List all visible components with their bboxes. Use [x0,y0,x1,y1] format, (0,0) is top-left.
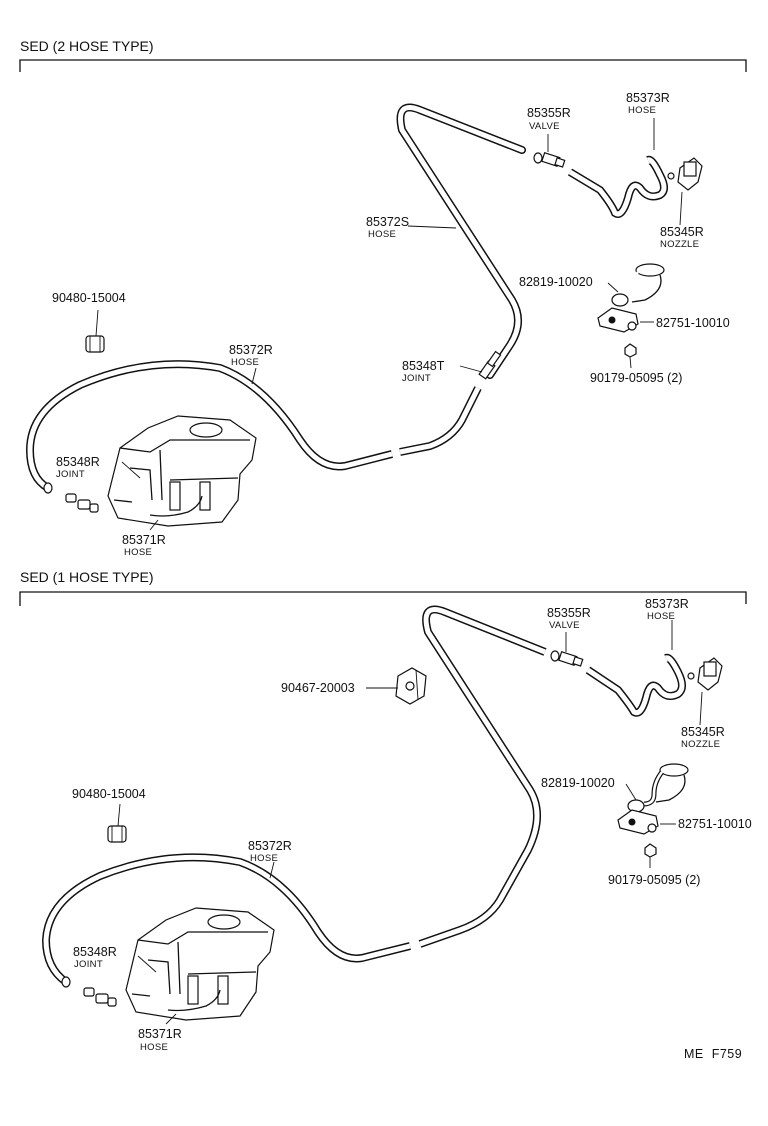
svg-text:HOSE: HOSE [647,611,675,622]
svg-text:NOZZLE: NOZZLE [681,739,720,750]
svg-text:90179-05095 (2): 90179-05095 (2) [590,371,682,385]
section-2-hose-type: SED (2 HOSE TYPE) [19,38,747,558]
svg-text:85345R: 85345R [681,725,725,739]
callout-82751: 82751-10010 [678,817,752,831]
part-82819-bracket [627,763,689,813]
part-82751-pump [597,307,639,333]
washer-tank [125,907,275,1021]
callout-90480: 90480-15004 [72,787,146,801]
svg-text:85372R: 85372R [248,839,292,853]
joint-85348r [61,976,117,1007]
callout-85371r: 85371R HOSE [138,1027,182,1053]
svg-text:85355R: 85355R [547,606,591,620]
callout-85373r: 85373R HOSE [626,91,670,116]
callout-90480: 90480-15004 [52,291,126,305]
section-title: SED (2 HOSE TYPE) [20,38,154,54]
part-90480-grommet [85,335,105,353]
svg-text:82819-10020: 82819-10020 [541,776,615,790]
svg-text:85372R: 85372R [229,343,273,357]
svg-text:JOINT: JOINT [74,959,103,970]
part-90179-nut [624,343,637,358]
callout-85372r: 85372R HOSE [229,343,273,368]
svg-text:NOZZLE: NOZZLE [660,239,699,250]
hose-85373r [567,155,668,218]
nozzle-85345r [687,657,723,691]
hose-lower-segment [399,386,482,456]
svg-text:85373R: 85373R [645,597,689,611]
valve-85355r [533,151,566,168]
callout-85373r: 85373R HOSE [645,597,689,622]
callout-85355r: 85355R VALVE [547,606,591,631]
hose-long-upper [418,605,547,948]
callout-85348r: 85348R JOINT [56,455,100,480]
svg-text:HOSE: HOSE [250,853,278,864]
callout-85372r: 85372R HOSE [248,839,292,864]
part-90467-clip [395,667,427,705]
valve-85355r [550,650,584,667]
svg-text:85371R: 85371R [122,533,166,547]
callout-85348t: 85348T JOINT [402,359,445,384]
hose-85373r [585,653,686,717]
figure-reference: ME F759 [684,1047,742,1061]
callout-82751: 82751-10010 [656,316,730,330]
svg-text:85371R: 85371R [138,1027,182,1041]
svg-text:VALVE: VALVE [529,121,560,132]
svg-text:82751-10010: 82751-10010 [678,817,752,831]
joint-85348r [43,482,99,513]
leader-lines [95,118,683,531]
callout-85345r: 85345R NOZZLE [660,225,704,250]
svg-text:85348R: 85348R [73,945,117,959]
section-bracket [19,591,747,606]
callout-90179: 90179-05095 (2) [590,371,682,385]
part-90179-nut [644,843,657,858]
section-title: SED (1 HOSE TYPE) [20,569,154,585]
svg-text:JOINT: JOINT [56,469,85,480]
callout-90179: 90179-05095 (2) [608,873,700,887]
hose-85372r [25,360,393,492]
section-1-hose-type: SED (1 HOSE TYPE) [19,569,752,1053]
svg-text:90467-20003: 90467-20003 [281,681,355,695]
svg-text:82751-10010: 82751-10010 [656,316,730,330]
callout-85371r: 85371R HOSE [122,533,166,558]
callout-85372s: 85372S HOSE [366,215,409,240]
callout-90467: 90467-20003 [281,681,355,695]
svg-text:VALVE: VALVE [549,620,580,631]
svg-text:85348T: 85348T [402,359,445,373]
svg-text:HOSE: HOSE [628,105,656,116]
svg-text:90480-15004: 90480-15004 [52,291,126,305]
svg-text:85348R: 85348R [56,455,100,469]
svg-text:JOINT: JOINT [402,373,431,384]
hose-85372r [41,853,411,986]
callout-82819: 82819-10020 [519,275,593,289]
svg-text:HOSE: HOSE [124,547,152,558]
hose-85372s [396,103,526,379]
svg-text:85345R: 85345R [660,225,704,239]
washer-tank [107,415,257,527]
leader-lines [117,620,703,1025]
part-90480-grommet [107,825,127,843]
section-bracket [19,59,747,72]
svg-text:90480-15004: 90480-15004 [72,787,146,801]
callout-85348r: 85348R JOINT [73,945,117,970]
svg-text:85373R: 85373R [626,91,670,105]
callout-85355r: 85355R VALVE [527,106,571,132]
callout-82819: 82819-10020 [541,776,615,790]
svg-text:85372S: 85372S [366,215,409,229]
svg-text:HOSE: HOSE [231,357,259,368]
svg-text:82819-10020: 82819-10020 [519,275,593,289]
nozzle-85345r [667,157,703,191]
svg-text:85355R: 85355R [527,106,571,120]
svg-text:HOSE: HOSE [140,1042,168,1053]
part-82751-pump [617,809,659,835]
svg-text:HOSE: HOSE [368,229,396,240]
svg-text:90179-05095 (2): 90179-05095 (2) [608,873,700,887]
part-82819-bracket [611,263,665,307]
joint-85348t [478,350,502,380]
callout-85345r: 85345R NOZZLE [681,725,725,750]
